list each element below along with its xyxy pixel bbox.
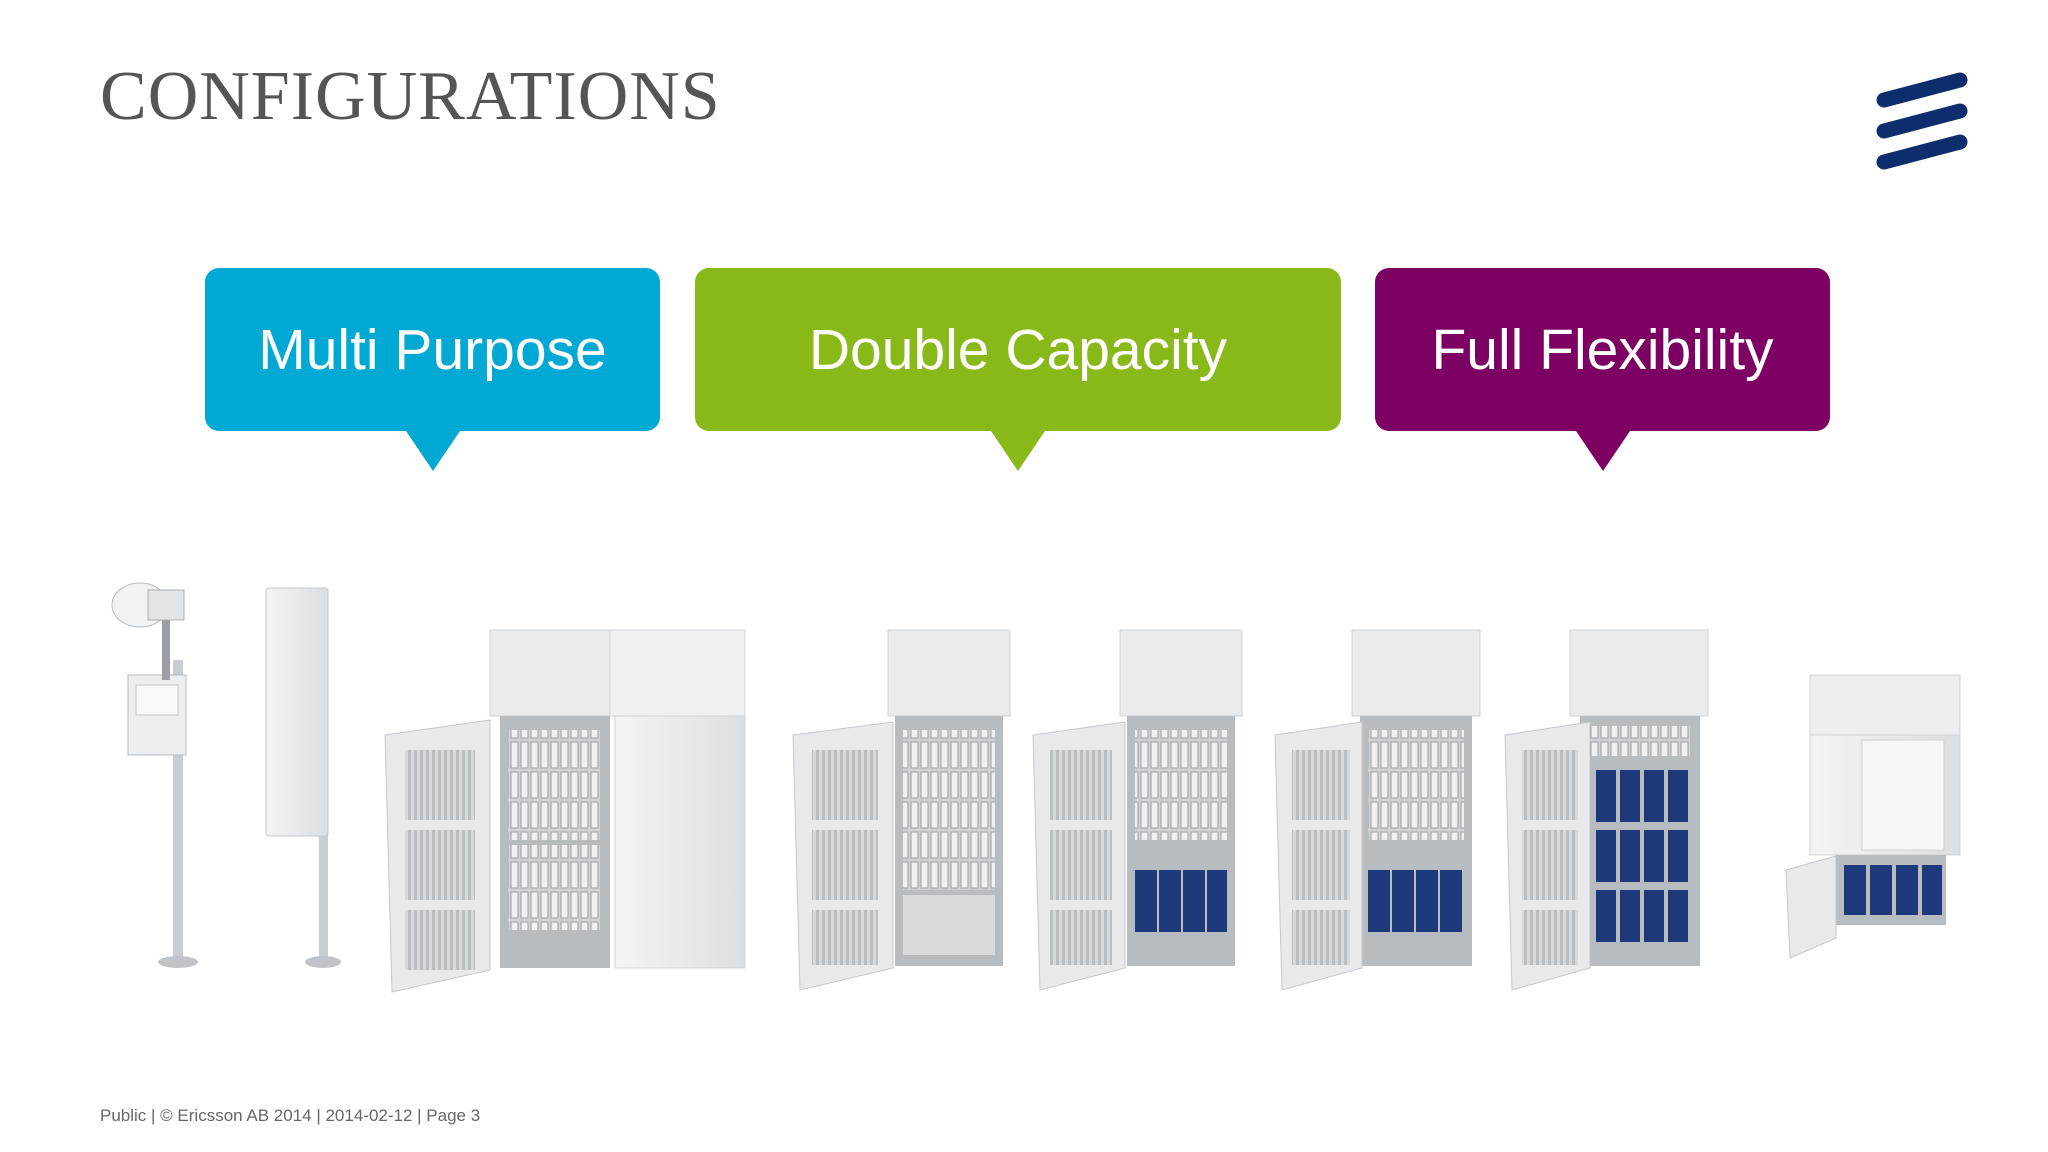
callout-pointer	[991, 431, 1045, 471]
cabinet-compact	[1785, 674, 1961, 959]
callout-pointer	[405, 431, 460, 471]
antenna-unit	[265, 587, 341, 968]
page-title: CONFIGURATIONS	[100, 58, 721, 135]
ericsson-logo-icon	[1876, 72, 1968, 170]
cabinet-battery-1	[1032, 629, 1243, 991]
pole-mounted-unit	[111, 582, 198, 968]
callout-full-flexibility: Full Flexibility	[1375, 268, 1830, 471]
cabinet-battery-full	[1504, 629, 1709, 991]
callout-pointer	[1575, 431, 1630, 471]
callout-multi-purpose: Multi Purpose	[205, 268, 660, 471]
slide-footer: Public | © Ericsson AB 2014 | 2014-02-12…	[100, 1106, 481, 1125]
callout-label: Full Flexibility	[1431, 317, 1774, 382]
equipment-illustration	[111, 582, 1961, 993]
cabinet-battery-2	[1274, 629, 1481, 991]
callout-label: Double Capacity	[808, 317, 1228, 382]
callout-label: Multi Purpose	[258, 317, 607, 382]
callout-double-capacity: Double Capacity	[695, 268, 1341, 471]
cabinet-double	[384, 629, 746, 993]
cabinet-radio	[792, 629, 1011, 991]
